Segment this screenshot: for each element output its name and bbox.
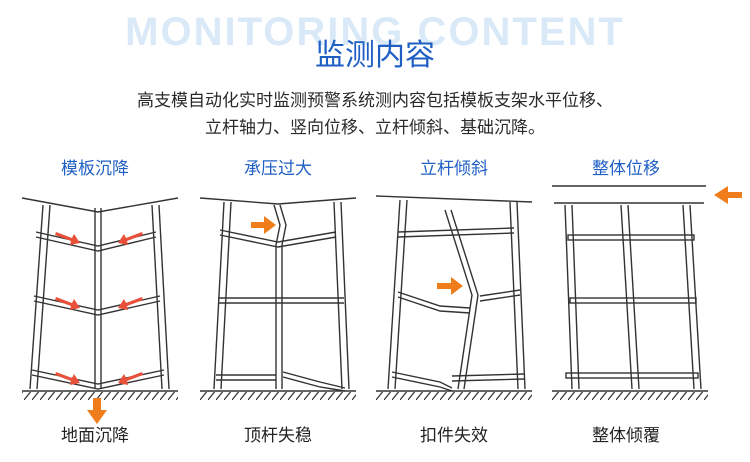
panel-title-overall-displacement: 整体位移 (592, 159, 660, 179)
tilt-diagram (375, 195, 533, 400)
panel-title-formwork-settlement: 模板沉降 (61, 159, 129, 179)
overload-diagram (199, 197, 357, 400)
displacement-arrow (714, 186, 742, 204)
overload-arrow (251, 216, 276, 234)
watermark-title: MONITORING CONTENT (125, 10, 625, 54)
ground-settlement-arrow (87, 398, 107, 424)
description-line-2: 立杆轴力、竖向位移、立杆倾斜、基础沉降。 (205, 118, 545, 138)
panel-caption-fastener-failure: 扣件失效 (420, 426, 488, 446)
tilt-arrow (437, 277, 463, 295)
panel-title-pole-tilt: 立杆倾斜 (420, 159, 488, 179)
description-line-1: 高支模自动化实时监测预警系统测内容包括模板支架水平位移、 (137, 91, 613, 111)
settlement-arrows (55, 232, 143, 385)
page-title: 监测内容 (315, 38, 435, 73)
description: 高支模自动化实时监测预警系统测内容包括模板支架水平位移、 立杆轴力、竖向位移、立… (0, 88, 750, 142)
displacement-diagram (552, 185, 708, 400)
panel-caption-ground-settlement: 地面沉降 (61, 426, 129, 446)
settlement-diagram (21, 197, 179, 400)
panel-caption-overall-overturn: 整体倾覆 (592, 426, 660, 446)
panel-caption-top-pole-instability: 顶杆失稳 (244, 426, 312, 446)
panel-title-overload: 承压过大 (244, 159, 312, 179)
